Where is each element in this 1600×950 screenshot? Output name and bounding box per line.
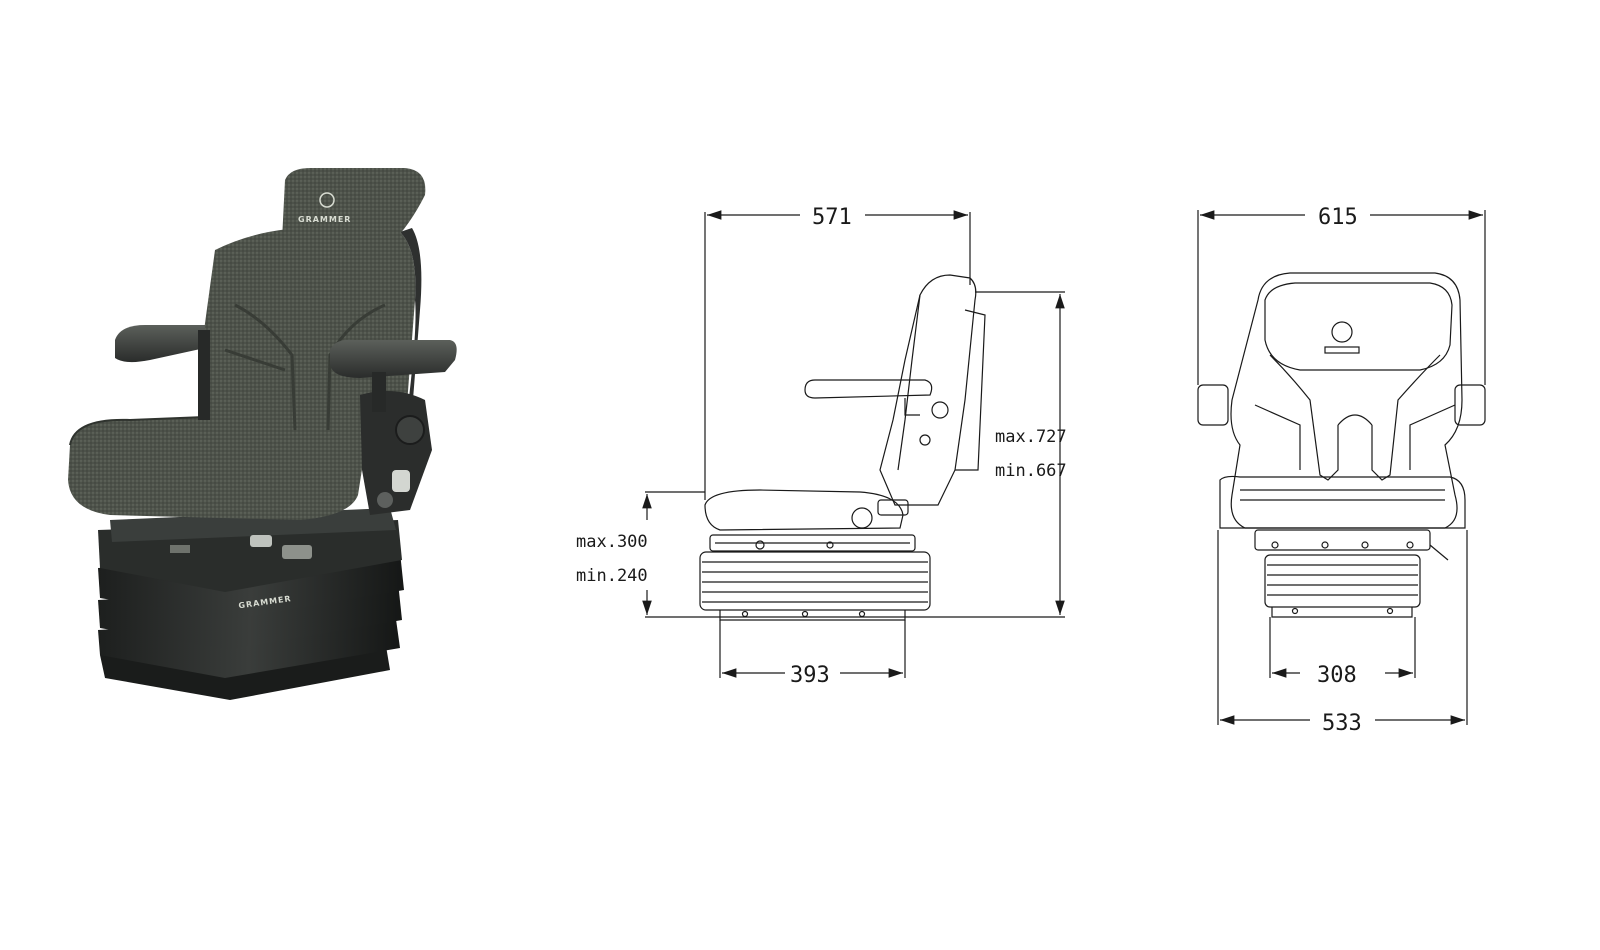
headrest-brand-label: GRAMMER	[298, 215, 351, 224]
side-height-min-label: min.667	[995, 461, 1067, 481]
front-view-drawing	[1197, 272, 1486, 618]
right-armrest	[330, 339, 457, 412]
front-brand-logo-icon	[1331, 321, 1353, 343]
front-view-dimensions	[1197, 210, 1486, 725]
headrest: GRAMMER	[282, 168, 426, 275]
adjustment-handles	[170, 535, 312, 559]
side-view-drawing	[699, 274, 986, 621]
side-width-top-label: 571	[812, 205, 852, 230]
front-base-width-label: 308	[1317, 663, 1357, 688]
left-armrest	[115, 325, 210, 420]
seat-photo: GRAMMER GRAMMER	[68, 168, 457, 700]
side-suspension-min-label: min.240	[576, 566, 648, 586]
side-suspension-max-label: max.300	[576, 532, 648, 552]
front-width-top-label: 615	[1318, 205, 1358, 230]
side-height-max-label: max.727	[995, 427, 1067, 447]
side-view-dimensions	[642, 210, 1065, 678]
brand-logo-icon	[319, 192, 335, 208]
side-base-width-label: 393	[790, 663, 830, 688]
suspension-bellows: GRAMMER	[98, 508, 404, 700]
side-bellows	[699, 551, 931, 621]
side-frame	[360, 391, 432, 515]
front-width-bottom-label: 533	[1322, 711, 1362, 736]
